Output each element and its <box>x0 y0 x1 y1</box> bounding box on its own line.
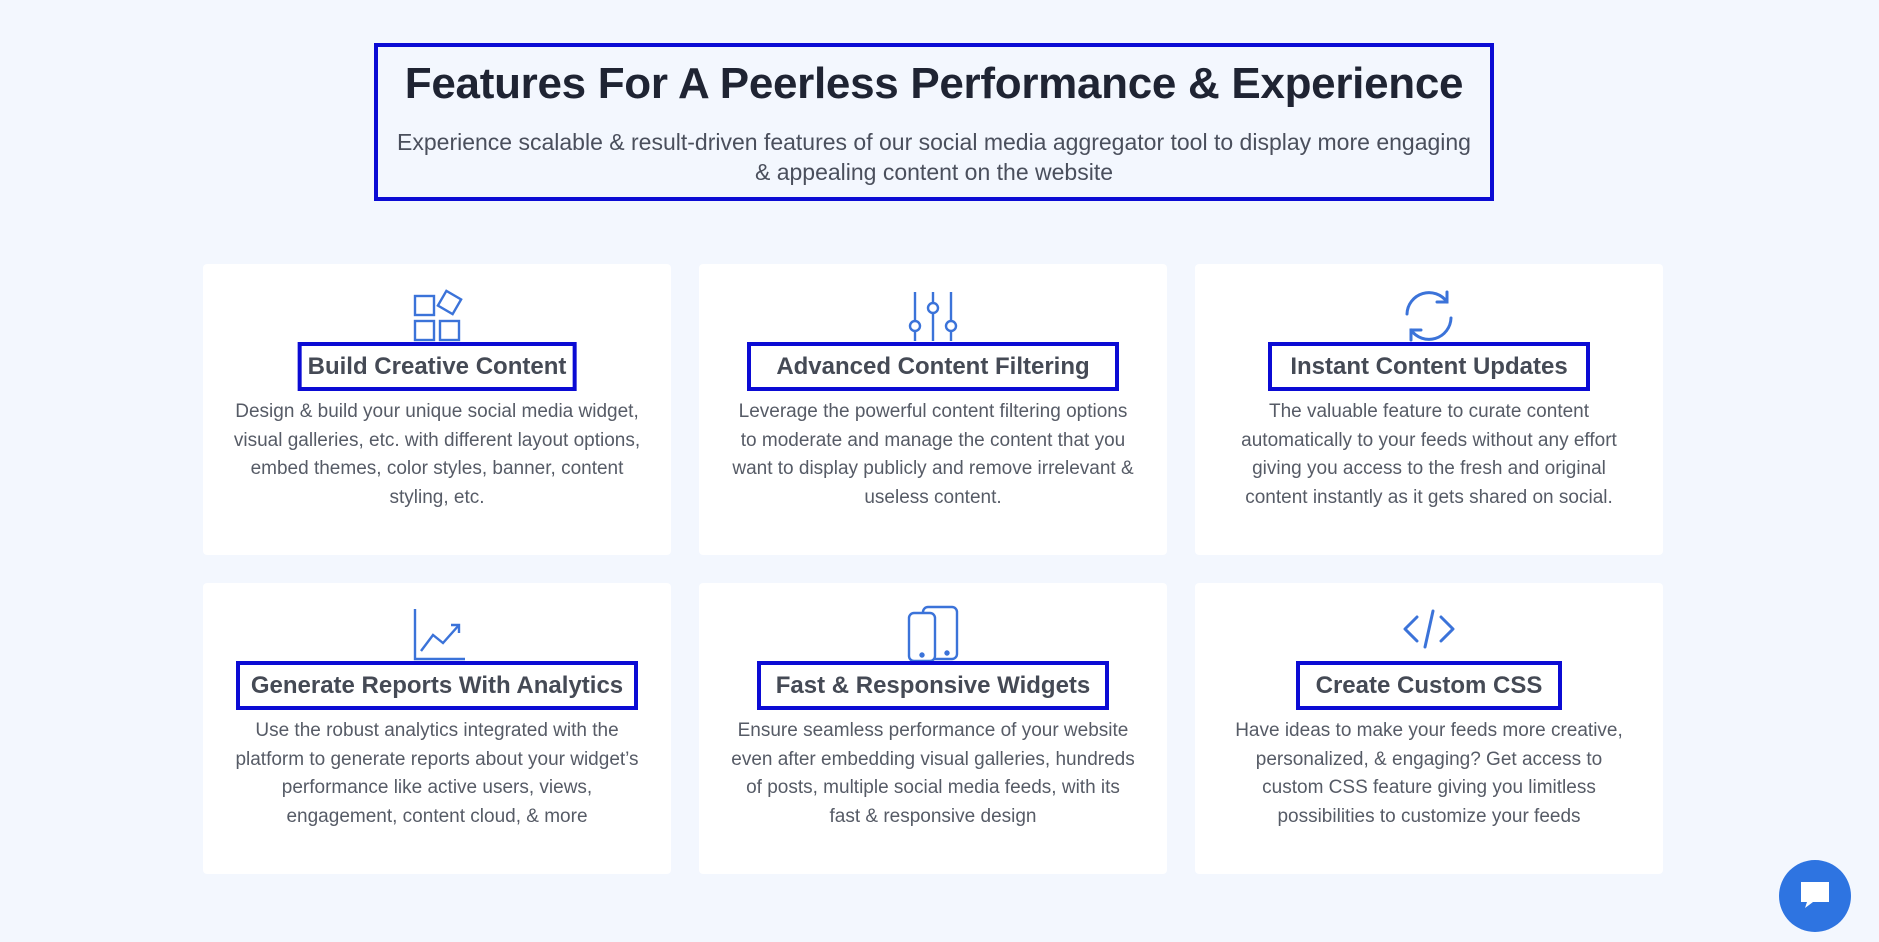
feature-card-create-custom-css: Create Custom CSS Have ideas to make you… <box>1195 583 1663 874</box>
feature-card-build-creative-content: Build Creative Content Design & build yo… <box>203 264 671 555</box>
feature-description: Ensure seamless performance of your webs… <box>731 720 1135 827</box>
sliders-icon <box>903 286 963 346</box>
feature-title: Instant Content Updates <box>1268 342 1590 391</box>
page-subtitle: Experience scalable & result-driven feat… <box>397 129 1471 185</box>
feature-description: Use the robust analytics integrated with… <box>235 720 639 827</box>
feature-card-advanced-content-filtering: Advanced Content Filtering Leverage the … <box>699 264 1167 555</box>
feature-description: Design & build your unique social media … <box>233 401 641 508</box>
code-icon <box>1399 605 1459 665</box>
feature-description: Leverage the powerful content filtering … <box>732 401 1134 508</box>
feature-card-generate-reports: Generate Reports With Analytics Use the … <box>203 583 671 874</box>
feature-card-fast-responsive-widgets: Fast & Responsive Widgets Ensure seamles… <box>699 583 1167 874</box>
chat-bubble-icon <box>1795 874 1835 919</box>
feature-title: Generate Reports With Analytics <box>236 661 638 710</box>
page-title: Features For A Peerless Performance & Ex… <box>404 59 1464 108</box>
feature-title: Advanced Content Filtering <box>747 342 1119 391</box>
feature-card-instant-content-updates: Instant Content Updates The valuable fea… <box>1195 264 1663 555</box>
blocks-icon <box>407 286 467 346</box>
refresh-icon <box>1399 286 1459 346</box>
feature-title: Build Creative Content <box>297 342 577 391</box>
feature-title: Create Custom CSS <box>1296 661 1562 710</box>
analytics-chart-icon <box>407 605 467 665</box>
features-hero: Features For A Peerless Performance & Ex… <box>374 43 1494 201</box>
feature-title: Fast & Responsive Widgets <box>757 661 1109 710</box>
chat-button[interactable] <box>1779 860 1851 932</box>
feature-description: Have ideas to make your feeds more creat… <box>1235 720 1623 827</box>
feature-description: The valuable feature to curate content a… <box>1241 401 1617 508</box>
devices-icon <box>903 605 963 665</box>
